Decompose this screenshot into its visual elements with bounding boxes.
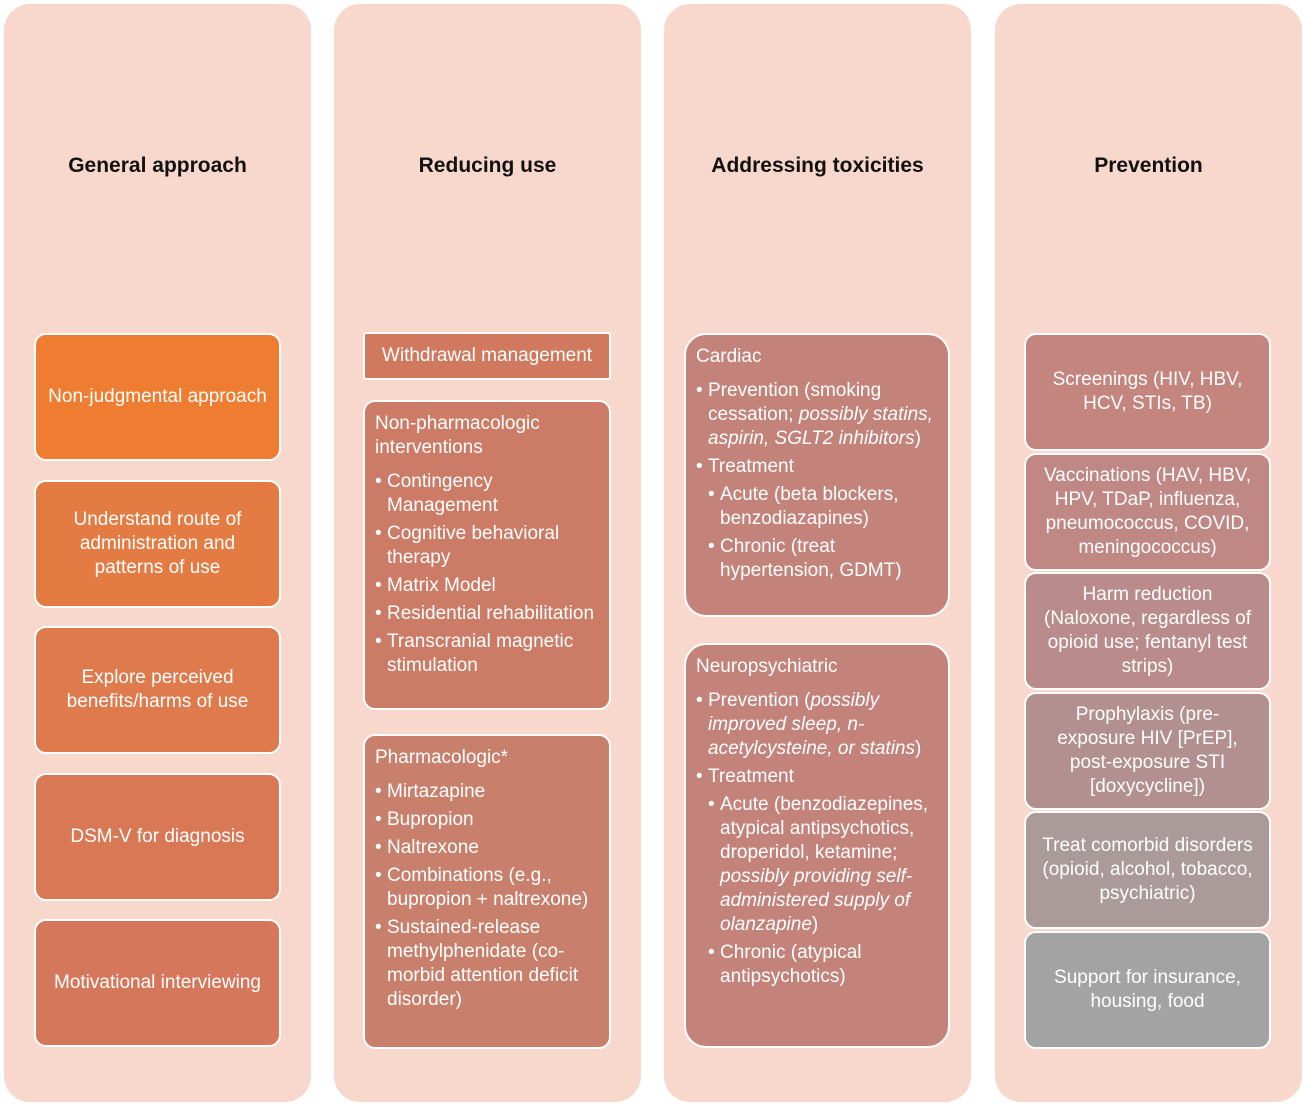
column-title: General approach: [68, 154, 247, 177]
medication-list: Mirtazapine Bupropion Naltrexone Combina…: [375, 780, 599, 1012]
list-item-treatment: Treatment: [696, 765, 938, 789]
intervention-list: Contingency Management Cognitive behavio…: [375, 470, 599, 678]
list-item-chronic: Chronic (treat hypertension, GDMT): [708, 535, 938, 583]
text: Prevention (smoking cessation;: [708, 380, 882, 425]
general-item: DSM-V for diagnosis: [34, 773, 281, 901]
pharmacologic-box: Pharmacologic* Mirtazapine Bupropion Nal…: [363, 734, 611, 1049]
column-title: Prevention: [1094, 154, 1203, 177]
list-item-treatment: Treatment: [696, 455, 938, 479]
box-heading: Non-pharmacologic interventions: [375, 413, 540, 458]
column-addressing-toxicities: Addressing toxicities Cardiac Prevention…: [664, 4, 971, 1102]
list-item: Mirtazapine: [375, 780, 599, 804]
neuropsychiatric-list: Prevention (possibly improved sleep, n-a…: [696, 689, 938, 989]
italic-text: possibly providing self-administered sup…: [720, 866, 913, 935]
list-item-chronic: Chronic (atypical antipsychotics): [708, 941, 938, 989]
italic-text: possibly improved sleep, n-acetylcystein…: [708, 690, 915, 759]
text: Acute (benzodiazepines, atypical antipsy…: [720, 794, 929, 863]
list-item: Transcranial magnetic stimulation: [375, 630, 599, 678]
list-item: Naltrexone: [375, 836, 599, 860]
italic-text: possibly statins, aspirin, SGLT2 inhibit…: [708, 404, 933, 449]
text: ): [914, 428, 921, 449]
prevention-item: Prophylaxis (pre-exposure HIV [PrEP], po…: [1024, 692, 1271, 810]
general-item: Understand route of administration and p…: [34, 480, 281, 608]
cardiac-box: Cardiac Prevention (smoking cessation; p…: [684, 333, 950, 617]
general-item: Motivational interviewing: [34, 919, 281, 1047]
list-item: Contingency Management: [375, 470, 599, 518]
non-pharmacologic-box: Non-pharmacologic interventions Continge…: [363, 400, 611, 710]
list-item: Matrix Model: [375, 574, 599, 598]
column-general-approach: General approach Non-judgmental approach…: [4, 4, 311, 1102]
list-item-acute: Acute (beta blockers, benzodiazapines): [708, 483, 938, 531]
list-item-prevention: Prevention (smoking cessation; possibly …: [696, 379, 938, 451]
prevention-item: Screenings (HIV, HBV, HCV, STIs, TB): [1024, 333, 1271, 451]
list-item: Bupropion: [375, 808, 599, 832]
prevention-item: Support for insurance, housing, food: [1024, 931, 1271, 1049]
text: ): [914, 738, 922, 759]
list-item: Combinations (e.g., bupropion + naltrexo…: [375, 864, 599, 912]
column-title: Addressing toxicities: [711, 154, 924, 177]
text: ): [811, 914, 819, 935]
cardiac-list: Prevention (smoking cessation; possibly …: [696, 379, 938, 583]
neuropsychiatric-box: Neuropsychiatric Prevention (possibly im…: [684, 643, 950, 1048]
prevention-item: Treat comorbid disorders (opioid, alcoho…: [1024, 811, 1271, 929]
list-item: Cognitive behavioral therapy: [375, 522, 599, 570]
list-item: Residential rehabilitation: [375, 602, 599, 626]
list-item-prevention: Prevention (possibly improved sleep, n-a…: [696, 689, 938, 761]
prevention-item: Vaccinations (HAV, HBV, HPV, TDaP, influ…: [1024, 453, 1271, 571]
box-heading: Neuropsychiatric: [696, 656, 838, 677]
text: Prevention (: [708, 690, 811, 711]
box-heading: Cardiac: [696, 346, 762, 367]
general-item: Explore perceived benefits/harms of use: [34, 626, 281, 754]
list-item-acute: Acute (benzodiazepines, atypical antipsy…: [708, 793, 938, 937]
box-heading: Pharmacologic*: [375, 747, 509, 768]
column-reducing-use: Reducing use Withdrawal management Non-p…: [334, 4, 641, 1102]
general-item: Non-judgmental approach: [34, 333, 281, 461]
column-prevention: Prevention Screenings (HIV, HBV, HCV, ST…: [995, 4, 1302, 1102]
prevention-item: Harm reduction (Naloxone, regardless of …: [1024, 572, 1271, 690]
column-title: Reducing use: [418, 154, 557, 177]
list-item: Sustained-release methylphenidate (co-mo…: [375, 916, 599, 1012]
withdrawal-management-box: Withdrawal management: [363, 332, 611, 380]
